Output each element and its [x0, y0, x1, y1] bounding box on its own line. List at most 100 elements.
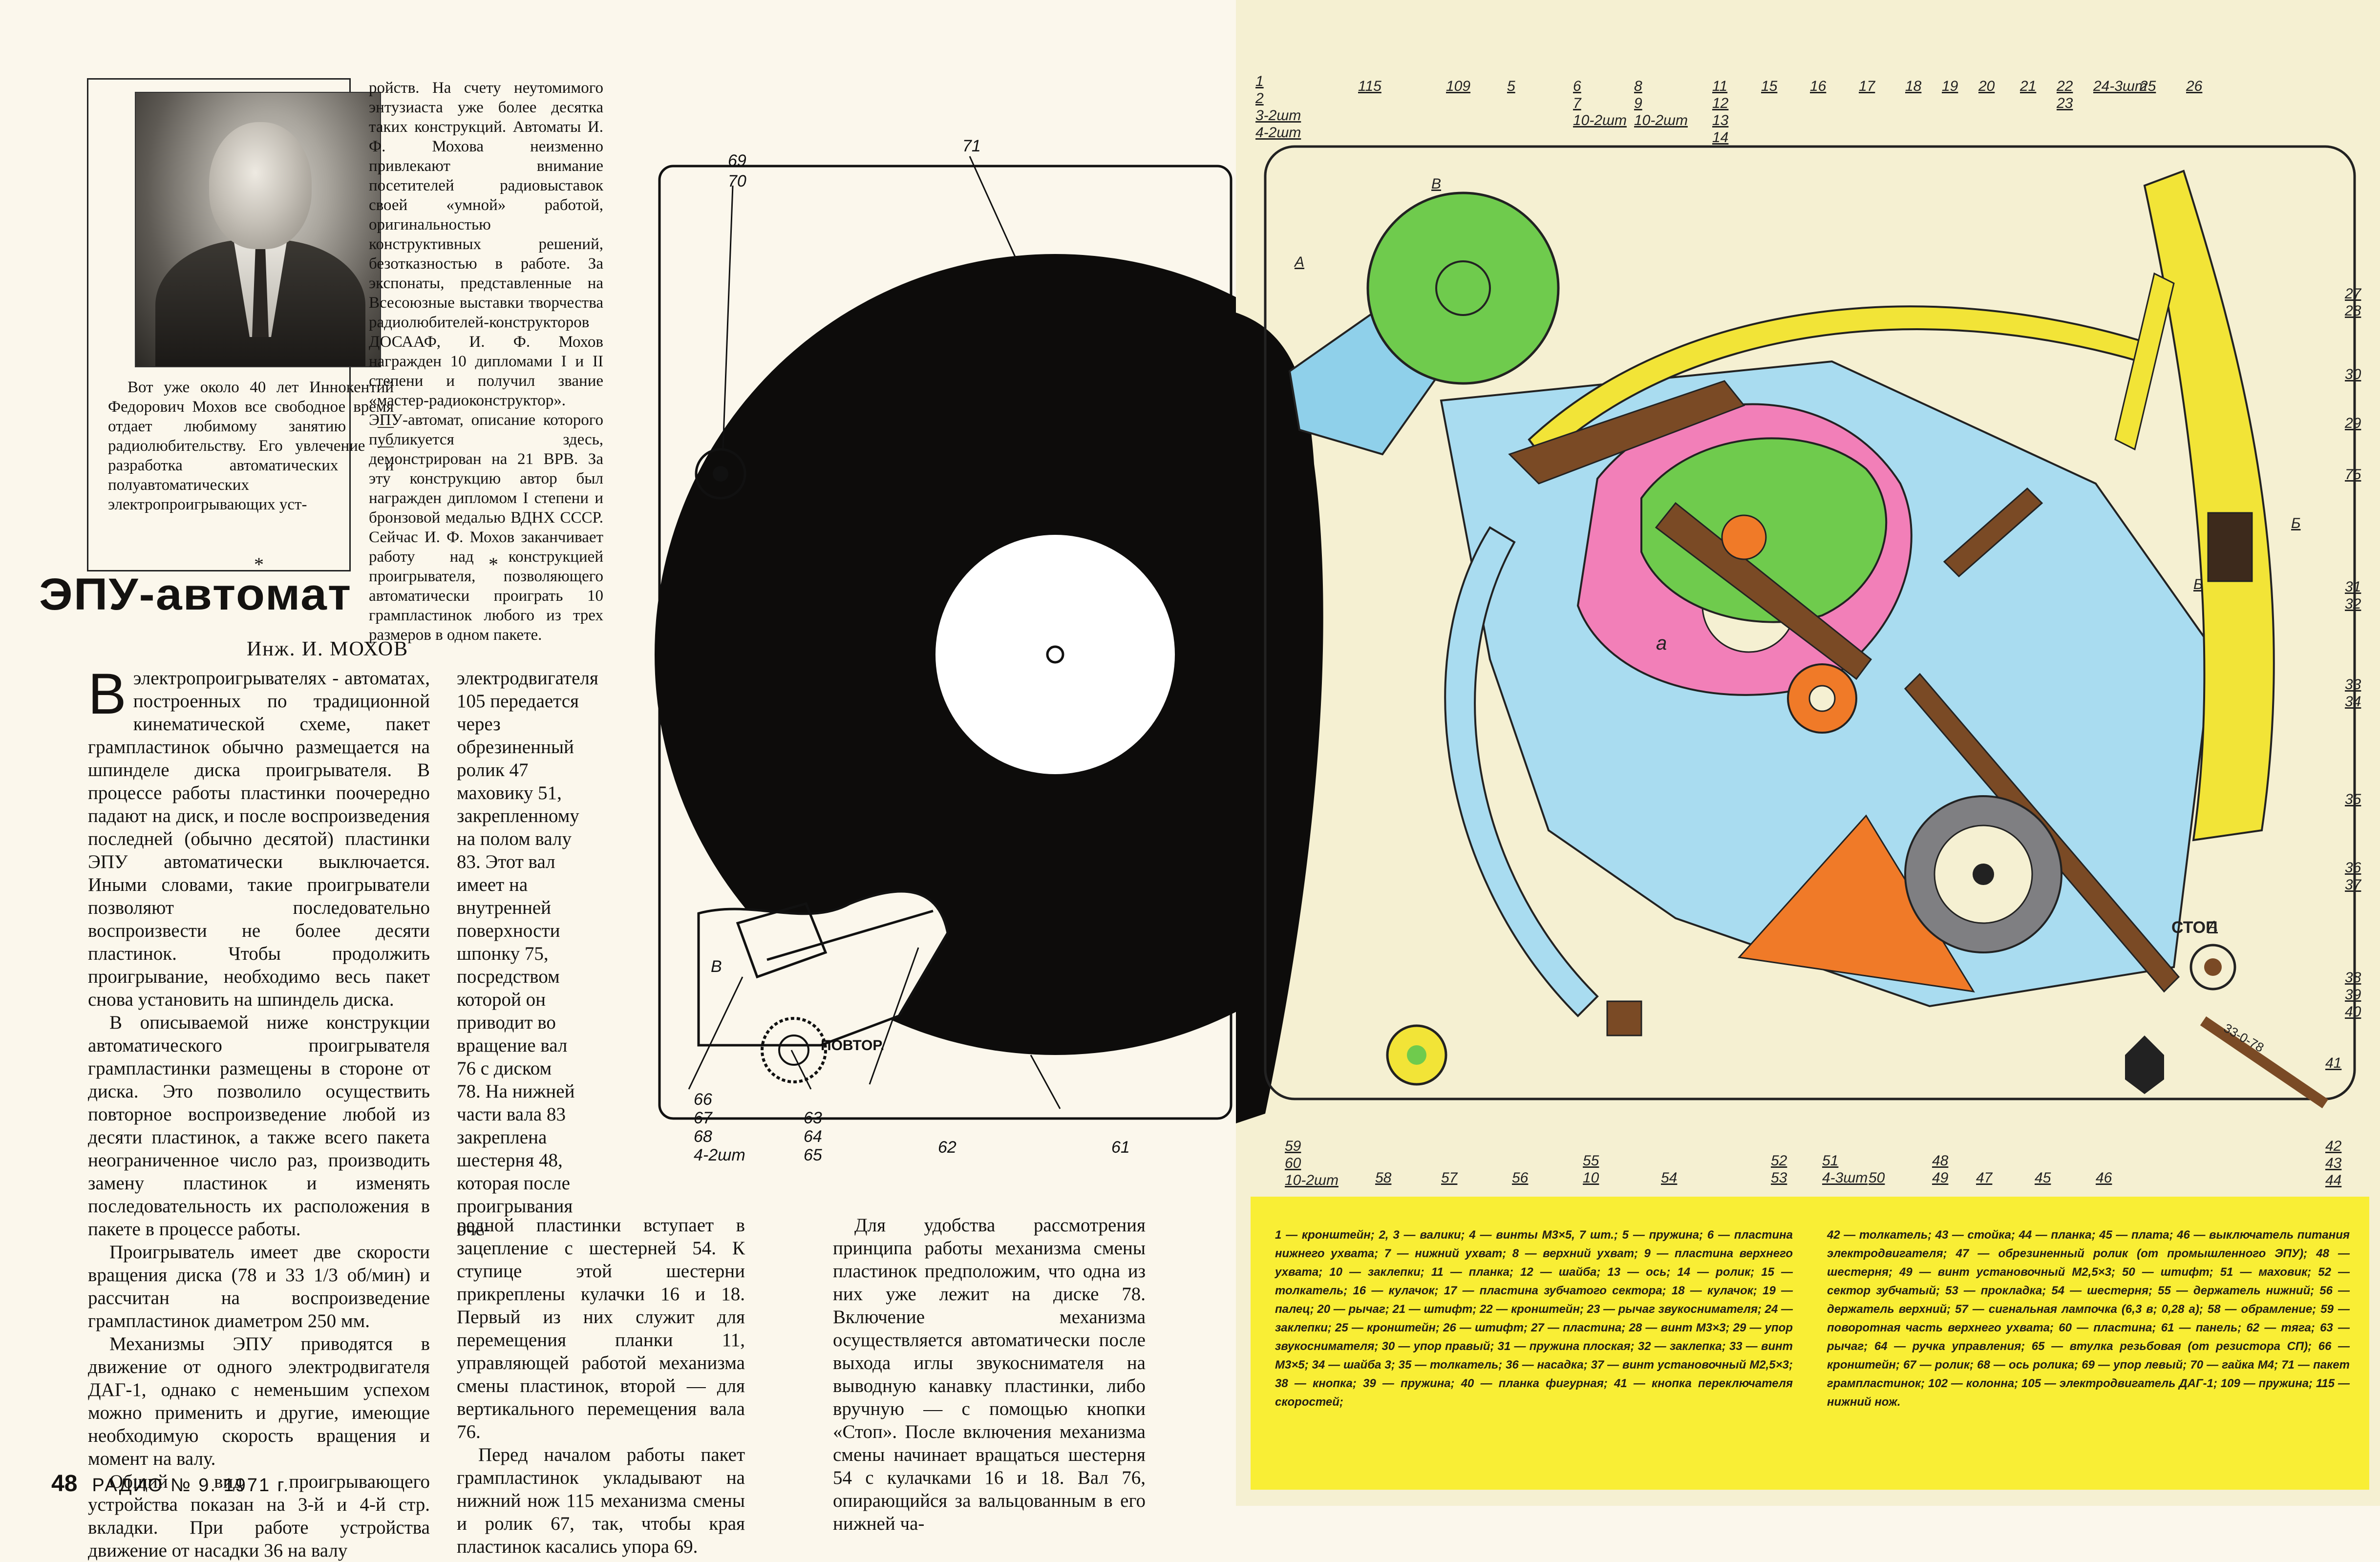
- callout-label: 11: [1712, 78, 1728, 94]
- page-folio: 48 РАДИО № 9. 1971 г.: [51, 1470, 290, 1497]
- section-mark: Б: [2291, 515, 2301, 531]
- body-column-2-narrow: электродвигателя 105 передается через об…: [457, 667, 598, 1241]
- callout-label: 19: [1942, 78, 1958, 94]
- hub-orange: [1721, 514, 1767, 560]
- callout-label: 10: [1583, 1170, 1599, 1186]
- callout-label: 27: [2345, 286, 2361, 302]
- callout-label: 58: [1375, 1170, 1392, 1186]
- star-separator: *: [254, 553, 264, 575]
- callout-label: 10-2шт: [1285, 1172, 1339, 1188]
- gear-48-centre: [1808, 685, 1836, 712]
- article-byline: Инж. И. МОХОВ: [247, 638, 409, 660]
- callout-label: 59: [1285, 1138, 1301, 1154]
- left-stop-69: [695, 448, 746, 500]
- callout-label: 16: [1810, 78, 1827, 94]
- label-67: 67: [694, 1109, 713, 1127]
- callout-label: 30: [2345, 366, 2361, 382]
- label-68: 68: [694, 1127, 712, 1146]
- callout-label: 8: [1634, 78, 1642, 94]
- label-63: 63: [804, 1109, 822, 1127]
- callout-label: 38: [2345, 970, 2361, 986]
- knob-63-centre: [778, 1034, 809, 1066]
- left-page: Вот уже около 40 лет Иннокентий Федорови…: [39, 78, 1241, 1561]
- spindle: [1046, 645, 1064, 664]
- record-label: [935, 535, 1175, 774]
- callout-label: 40: [2345, 1004, 2361, 1020]
- callout-label: 32: [2345, 596, 2361, 612]
- callout-label: 31: [2345, 579, 2361, 595]
- label-povtor: ПОВТОР.: [821, 1037, 884, 1054]
- callout-label: 33: [2345, 676, 2361, 693]
- base-plate-outline: [1264, 145, 2356, 1100]
- callout-label: 10-2шт: [1573, 112, 1627, 128]
- callout-label: 20: [1978, 78, 1995, 94]
- callout-label: 5: [1507, 78, 1515, 94]
- rod-62: [766, 909, 934, 961]
- label-stop: СТОП: [2171, 918, 2218, 937]
- callout-label: 1: [1255, 73, 1264, 89]
- tonearm-head: [2207, 512, 2253, 582]
- leader-lines: [688, 156, 1061, 1109]
- section-mark: Б: [2193, 576, 2203, 592]
- tonearm-strut: [2114, 272, 2175, 451]
- callout-label: 17: [1859, 78, 1875, 94]
- body-paragraph: Проигрыватель имеет две скорости вращени…: [88, 1242, 430, 1331]
- callout-label: 4-3шт: [1822, 1170, 1868, 1186]
- label-64: 64: [804, 1127, 822, 1146]
- knob-63: [761, 1017, 827, 1083]
- callout-label: 22: [2057, 78, 2073, 94]
- page-number: 48: [51, 1471, 78, 1497]
- callout-label: 21: [2020, 78, 2037, 94]
- callout-label: 10-2шт: [1634, 112, 1688, 128]
- lower-holder-55: [1606, 1000, 1642, 1036]
- label-69: 69: [728, 151, 746, 170]
- author-photo: [135, 92, 381, 367]
- callout-label: 13: [1712, 112, 1729, 128]
- label-V: В: [711, 957, 722, 976]
- journal-name: РАДИО № 9. 1971 г.: [92, 1475, 290, 1496]
- callout-label: 29: [2345, 415, 2361, 431]
- callout-label: 49: [1932, 1170, 1949, 1186]
- callout-label: 7: [1573, 95, 1581, 111]
- callout-label: 42: [2325, 1138, 2342, 1154]
- spring-drum-hub: [1435, 260, 1491, 316]
- changer-mechanism-diagram: СТОП 33-0-78 а: [1236, 145, 2356, 1123]
- callout-label: 43: [2325, 1155, 2342, 1171]
- callout-label: 9: [1634, 95, 1642, 111]
- callout-label: 35: [2345, 791, 2361, 807]
- lever-20: [1508, 380, 1745, 485]
- callout-label: 39: [2345, 987, 2361, 1003]
- callout-label: 14: [1712, 129, 1729, 146]
- callout-label: 25: [2140, 78, 2156, 94]
- label-4-2sht: 4-2шт: [694, 1146, 745, 1164]
- label-a: а: [1656, 633, 1667, 654]
- callout-label: 51: [1822, 1153, 1839, 1169]
- callout-label: 44: [2325, 1172, 2342, 1188]
- turntable-top-view-figure: 69 70 71 В ПОВТОР. 66 67 68 4-2шт 63 64 …: [655, 137, 1241, 1164]
- label-61: 61: [1111, 1138, 1130, 1157]
- callout-label: 75: [2345, 466, 2361, 483]
- body-column-2: редной пластинки вступает в зацепление с…: [457, 1214, 745, 1558]
- lever-11: [1655, 502, 1872, 680]
- callout-label: 26: [2186, 78, 2203, 94]
- callout-label: 6: [1573, 78, 1581, 94]
- callout-label: 57: [1441, 1170, 1458, 1186]
- label-62: 62: [938, 1138, 956, 1157]
- changer-arm-66: [736, 902, 828, 979]
- callout-label: 52: [1771, 1153, 1787, 1169]
- callout-label: 45: [2035, 1170, 2051, 1186]
- callout-label: 55: [1583, 1153, 1599, 1169]
- callout-label: 24-3шт: [2093, 78, 2147, 94]
- callout-label: 36: [2345, 860, 2361, 876]
- legend-column-left: 1 — кронштейн; 2, 3 — валики; 4 — винты …: [1275, 1228, 1793, 1409]
- section-mark: А: [2208, 918, 2218, 934]
- record-edge: [1236, 313, 1323, 1123]
- spring-drum-109: [1366, 191, 1560, 385]
- upper-holder-56: [1444, 526, 1599, 1017]
- callout-label: 109: [1446, 78, 1471, 94]
- legend-column-right: 42 — толкатель; 43 — стойка; 44 — планка…: [1827, 1228, 2350, 1409]
- body-paragraph: электродвигателя 105 передается через об…: [457, 668, 598, 1240]
